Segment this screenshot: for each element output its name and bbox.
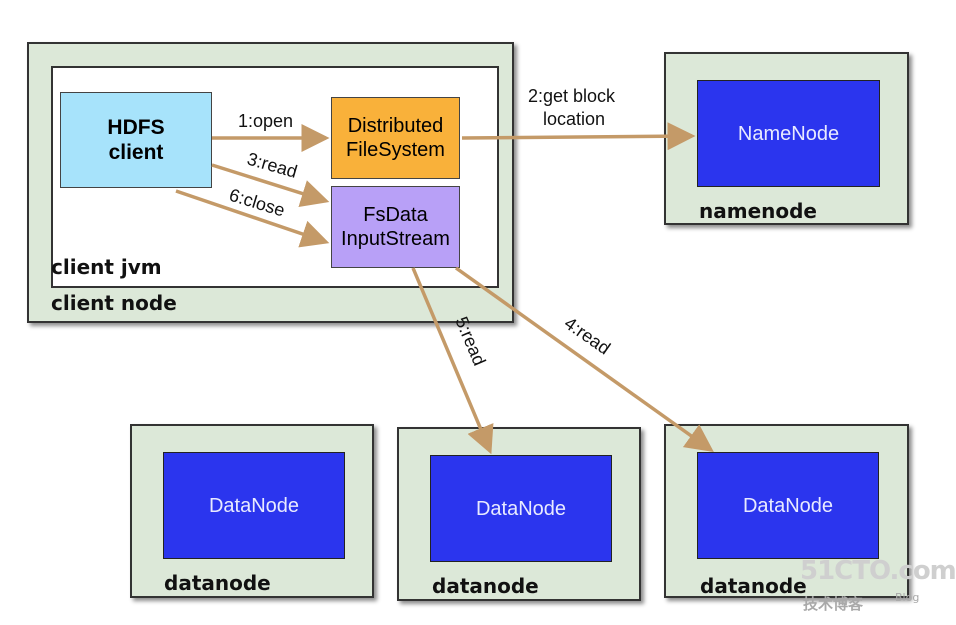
arrow-read5 xyxy=(411,267,494,455)
fsdata-line1: FsData xyxy=(363,204,428,226)
fsdata-line2: InputStream xyxy=(341,228,450,250)
distributed-fs-line2: FileSystem xyxy=(346,139,445,161)
watermark-main: 51CTO.com xyxy=(800,556,956,586)
label-open: 1:open xyxy=(238,111,293,131)
label-get-block-2: location xyxy=(543,109,605,129)
label-close6: 6:close xyxy=(227,185,287,221)
namenode-label: namenode xyxy=(699,199,817,223)
datanode-3-label: datanode xyxy=(700,574,807,598)
hdfs-client-line1: HDFS xyxy=(107,115,165,139)
hdfs-client-line2: client xyxy=(108,141,164,164)
hdfs-client-box: HDFS client xyxy=(60,92,212,188)
arrow-get-block xyxy=(461,122,696,151)
arrow-close6 xyxy=(175,189,330,248)
arrow-read4 xyxy=(454,266,714,453)
label-read5: 5:read xyxy=(451,314,489,369)
watermark-sub: 技术博客 xyxy=(803,595,864,613)
distributed-filesystem-box: Distributed FileSystem xyxy=(331,97,460,179)
datanode-1-box: DataNode xyxy=(163,452,345,559)
datanode-1-label: datanode xyxy=(164,571,271,595)
datanode-3-box: DataNode xyxy=(697,452,879,559)
datanode-2-label: datanode xyxy=(432,574,539,598)
label-read4: 4:read xyxy=(561,313,614,359)
watermark-blog: Blog xyxy=(895,591,920,604)
client-node-label: client node xyxy=(51,291,177,315)
fsdata-inputstream-box: FsData InputStream xyxy=(331,186,460,268)
datanode-2-box: DataNode xyxy=(430,455,612,562)
label-get-block-1: 2:get block xyxy=(528,86,616,106)
arrow-read3 xyxy=(211,163,330,207)
namenode-box: NameNode xyxy=(697,80,880,187)
distributed-fs-line1: Distributed xyxy=(347,115,444,137)
client-jvm-label: client jvm xyxy=(51,255,162,279)
